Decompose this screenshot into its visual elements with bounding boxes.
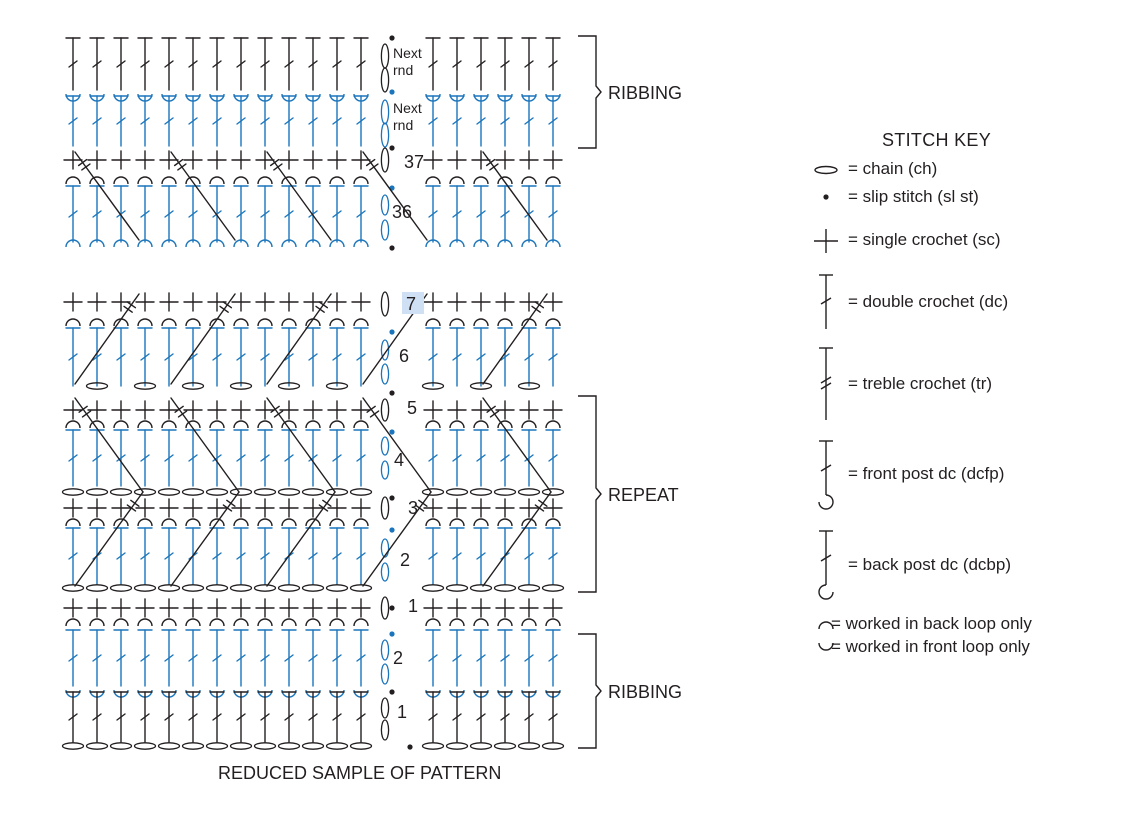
key-label-single-crochet: = single crochet (sc) xyxy=(848,230,1001,249)
key-label-back-loop: = worked in back loop only xyxy=(831,614,1032,633)
treble-stitch xyxy=(362,491,432,587)
key-label-chain: = chain (ch) xyxy=(848,159,938,178)
round-label: Next xyxy=(393,100,422,116)
treble-stitch xyxy=(266,293,332,385)
round-label: 2 xyxy=(400,550,410,570)
round-label: 6 xyxy=(399,346,409,366)
treble-stitch xyxy=(170,491,240,587)
bracket-repeat xyxy=(578,395,602,593)
treble-stitch xyxy=(482,151,548,241)
round-label: rnd xyxy=(393,62,413,78)
treble-stitch xyxy=(74,397,144,493)
key-label-treble-crochet: = treble crochet (tr) xyxy=(848,374,993,393)
round-label: 1 xyxy=(397,702,407,722)
round-highlight xyxy=(402,292,424,314)
front-post-dc-icon xyxy=(818,440,834,510)
treble-stitch xyxy=(362,397,432,493)
slip-stitch-icon xyxy=(823,194,829,200)
round-label: rnd xyxy=(393,117,413,133)
bracket-ribbing-bottom-label: RIBBING xyxy=(608,682,682,702)
key-label-slip-stitch: = slip stitch (sl st) xyxy=(848,187,979,206)
front-loop-icon xyxy=(818,642,834,651)
round-label: 37 xyxy=(404,152,424,172)
round-label: 4 xyxy=(394,450,404,470)
treble-stitch xyxy=(266,151,332,241)
treble-stitch xyxy=(170,397,240,493)
treble-stitch xyxy=(266,491,336,587)
back-loop-icon xyxy=(818,621,834,630)
single-crochet-icon xyxy=(814,229,838,253)
treble-stitch xyxy=(482,491,552,587)
round-label: 36 xyxy=(392,202,412,222)
round-label: 2 xyxy=(393,648,403,668)
round-label: 5 xyxy=(407,398,417,418)
back-post-dc-icon xyxy=(818,530,834,600)
round-label: 1 xyxy=(408,596,418,616)
treble-stitch xyxy=(482,293,548,385)
treble-stitch xyxy=(170,293,236,385)
chart-caption: REDUCED SAMPLE OF PATTERN xyxy=(218,763,501,783)
treble-stitch xyxy=(74,491,144,587)
bracket-ribbing-top xyxy=(578,35,602,149)
double-crochet-icon xyxy=(819,274,833,329)
key-label-back-post-dc: = back post dc (dcbp) xyxy=(848,555,1012,574)
treble-stitch xyxy=(170,151,236,241)
bracket-ribbing-bottom xyxy=(578,633,602,749)
key-label-double-crochet: = double crochet (dc) xyxy=(848,292,1009,311)
round-label: Next xyxy=(393,45,422,61)
treble-stitch xyxy=(266,397,336,493)
round-label: 3 xyxy=(408,498,418,518)
round-label: 7 xyxy=(406,294,416,314)
chain-icon xyxy=(814,165,838,175)
treble-stitch xyxy=(74,293,140,385)
treble-stitch xyxy=(482,397,552,493)
stitch-key-title: STITCH KEY xyxy=(882,130,992,150)
key-label-front-loop: = worked in front loop only xyxy=(831,637,1030,656)
treble-crochet-icon xyxy=(819,347,833,420)
key-label-front-post-dc: = front post dc (dcfp) xyxy=(848,464,1005,483)
bracket-ribbing-top-label: RIBBING xyxy=(608,83,682,103)
treble-stitch xyxy=(74,151,140,241)
bracket-repeat-label: REPEAT xyxy=(608,485,679,505)
